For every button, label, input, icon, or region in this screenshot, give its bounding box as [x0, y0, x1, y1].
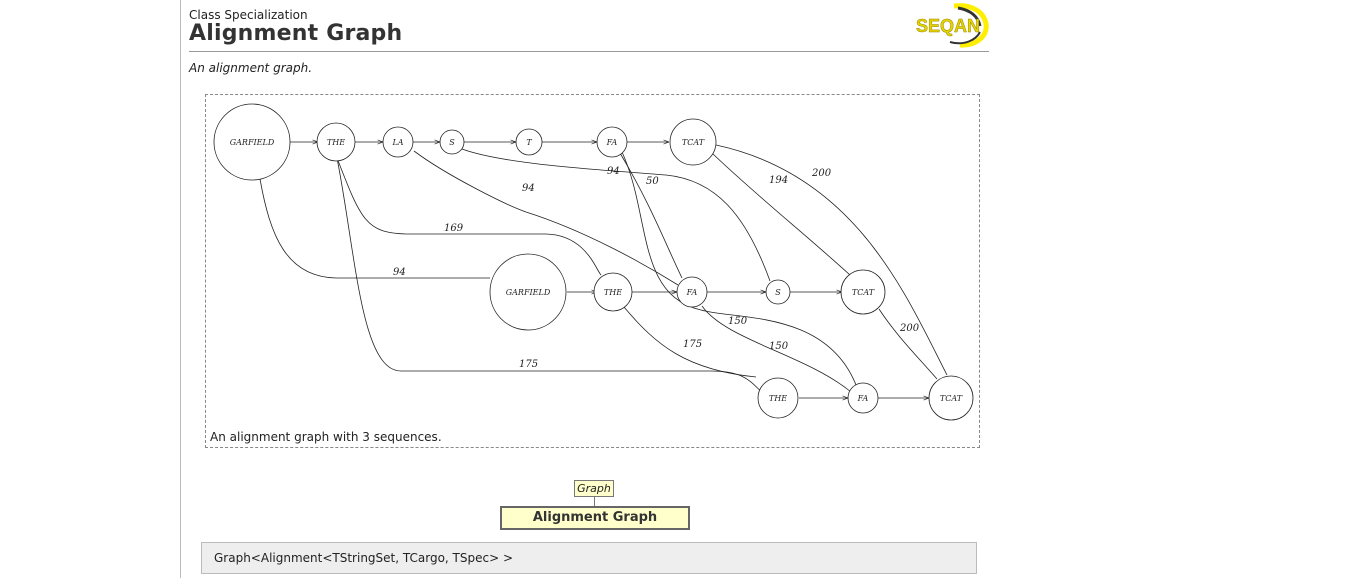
- node-s1-t: [515, 128, 543, 156]
- weight-label: 175: [683, 339, 702, 350]
- align-edge-tcat-2: [715, 144, 948, 376]
- node-s1-fa: [596, 126, 628, 158]
- weight-label: 94: [607, 166, 620, 177]
- label-s1-tcat: TCAT: [682, 138, 705, 147]
- align-edge-fa-3: [701, 305, 852, 393]
- graph-svg: GARFIELD THE LA S T FA TCAT GARFIELD THE…: [213, 103, 974, 421]
- label-s1-la: LA: [391, 138, 403, 147]
- figure-caption: An alignment graph with 3 sequences.: [210, 430, 442, 444]
- align-edge-the-3: [623, 306, 757, 378]
- node-s2-tcat: [840, 269, 886, 315]
- node-s3-tcat: [928, 375, 974, 421]
- node-s1-the: [316, 122, 356, 162]
- node-s1-la: [382, 126, 414, 158]
- align-edge-fa-2: [621, 151, 857, 386]
- seqan-logo[interactable]: SEQAN: [914, 2, 990, 48]
- alignment-graph-figure: GARFIELD THE LA S T FA TCAT GARFIELD THE…: [205, 94, 980, 448]
- inheritance-connector: [594, 497, 595, 506]
- base-class-link[interactable]: Graph: [574, 480, 614, 497]
- node-s2-fa: [676, 276, 708, 308]
- label-s1-the: THE: [327, 138, 345, 147]
- weight-label: 169: [444, 223, 464, 234]
- page-kind-label: Class Specialization: [189, 8, 308, 22]
- align-edge-la: [413, 150, 679, 286]
- label-s2-the: THE: [604, 288, 622, 297]
- current-class-box: Alignment Graph: [500, 506, 690, 530]
- label-s2-fa: FA: [686, 288, 698, 297]
- node-s1-s: [439, 129, 465, 155]
- weight-label: 94: [522, 183, 535, 194]
- node-s2-s: [765, 279, 791, 305]
- summary-text: An alignment graph.: [189, 61, 313, 75]
- label-s2-tcat: TCAT: [852, 288, 875, 297]
- node-s3-the: [757, 377, 799, 419]
- weight-label: 200: [899, 323, 920, 334]
- signature-box: Graph<Alignment<TStringSet, TCargo, TSpe…: [201, 542, 977, 574]
- label-s3-the: THE: [769, 394, 787, 403]
- align-edge-the-1: [336, 157, 602, 276]
- node-s2-the: [593, 272, 633, 312]
- label-s3-fa: FA: [857, 394, 869, 403]
- node-s2-garfield: [489, 253, 567, 331]
- header-divider: [189, 51, 989, 52]
- weight-label: 150: [769, 341, 789, 352]
- weight-label: 94: [393, 267, 406, 278]
- label-s1-fa: FA: [606, 138, 618, 147]
- align-edge-the-2: [336, 157, 764, 394]
- label-s1-s: S: [449, 138, 455, 147]
- weight-label: 175: [519, 359, 538, 370]
- label-s1-garfield: GARFIELD: [230, 138, 275, 147]
- align-edge-garfield: [259, 178, 490, 279]
- weight-label: 50: [646, 176, 659, 187]
- label-s3-tcat: TCAT: [940, 394, 963, 403]
- align-edge-s: [461, 148, 771, 282]
- label-s2-s: S: [775, 288, 781, 297]
- label-s1-t: T: [526, 138, 532, 147]
- left-border: [180, 0, 181, 578]
- align-edge-fa-1: [619, 152, 683, 279]
- weight-label: 200: [811, 168, 832, 179]
- node-s1-garfield: [213, 103, 291, 181]
- logo-text: SEQAN: [916, 16, 980, 36]
- node-s1-tcat: [669, 118, 717, 166]
- label-s2-garfield: GARFIELD: [506, 288, 551, 297]
- weight-label: 194: [769, 175, 788, 186]
- page-title: Alignment Graph: [189, 21, 403, 46]
- align-edge-tcat-3: [878, 308, 938, 380]
- align-edge-tcat-1: [712, 153, 851, 276]
- node-s3-fa: [847, 382, 879, 414]
- weight-label: 150: [728, 316, 748, 327]
